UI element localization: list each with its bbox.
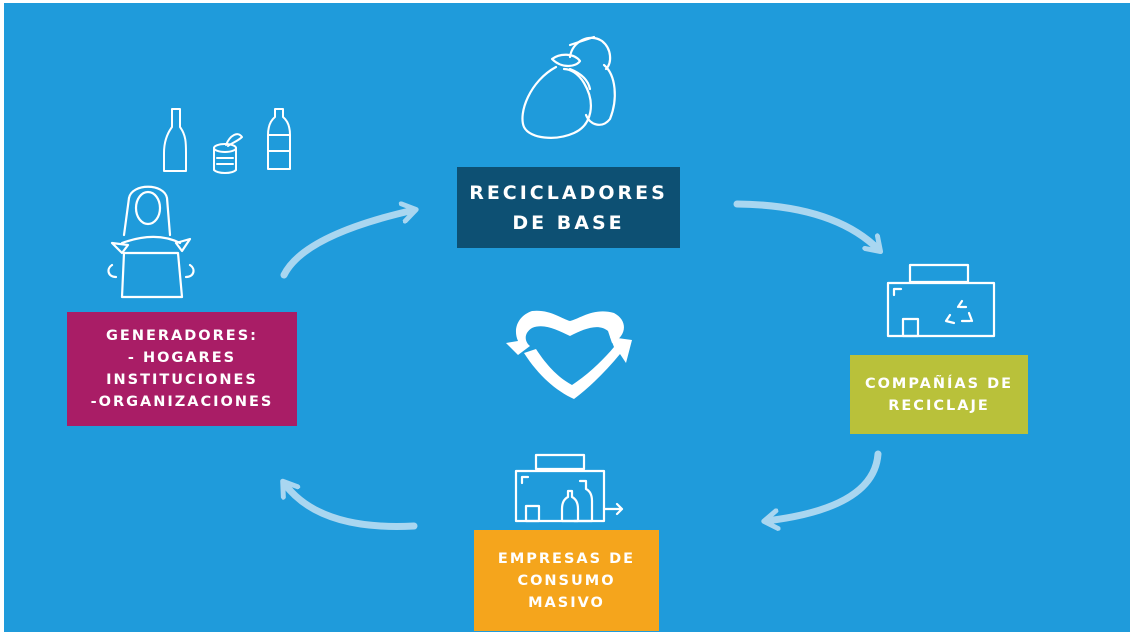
arrow-companias-to-empresas: [766, 450, 882, 521]
person-holding-box-icon: [107, 185, 195, 299]
glass-bottle-icon: [163, 108, 187, 172]
factory-bottles-icon: [514, 453, 624, 523]
node-generadores-line-3: INSTITUCIONES: [106, 372, 258, 388]
heart-cycle-icon: [506, 310, 632, 399]
node-recicladores-line-2: DE BASE: [512, 211, 625, 234]
node-companias-line-1: COMPAÑÍAS DE: [864, 375, 1014, 392]
waste-picker-with-sack-icon: [521, 35, 616, 139]
diagram-graphics: [107, 35, 996, 632]
arrow-generadores-to-recicladores: [280, 210, 414, 279]
node-generadores-line-4: -ORGANIZACIONES: [90, 394, 274, 410]
plastic-bottle-icon: [267, 108, 291, 170]
node-empresas-line-2: CONSUMO: [517, 572, 616, 589]
node-companias-line-2: RECICLAJE: [888, 397, 990, 414]
node-empresas-de-consumo-masivo: EMPRESAS DE CONSUMO MASIVO: [474, 530, 659, 631]
recycling-plant-icon: [886, 263, 996, 338]
node-generadores-line-2: - HOGARES: [127, 350, 237, 366]
node-empresas-line-3: MASIVO: [528, 594, 605, 611]
tin-can-icon: [213, 133, 243, 174]
node-generadores-line-1: GENERADORES:: [106, 328, 258, 344]
node-companias-de-reciclaje: COMPAÑÍAS DE RECICLAJE: [850, 355, 1028, 434]
arrow-empresas-to-generadores: [284, 483, 418, 530]
node-generadores: GENERADORES: - HOGARES INSTITUCIONES -OR…: [67, 312, 297, 426]
node-empresas-line-1: EMPRESAS DE: [497, 550, 636, 567]
node-recicladores-line-1: RECICLADORES: [469, 181, 668, 204]
node-recicladores-de-base: RECICLADORES DE BASE: [457, 167, 680, 248]
arrow-recicladores-to-companias: [733, 200, 879, 250]
recycling-cycle-diagram: RECICLADORES DE BASE GENERADORES: - HOGA…: [4, 3, 1130, 632]
